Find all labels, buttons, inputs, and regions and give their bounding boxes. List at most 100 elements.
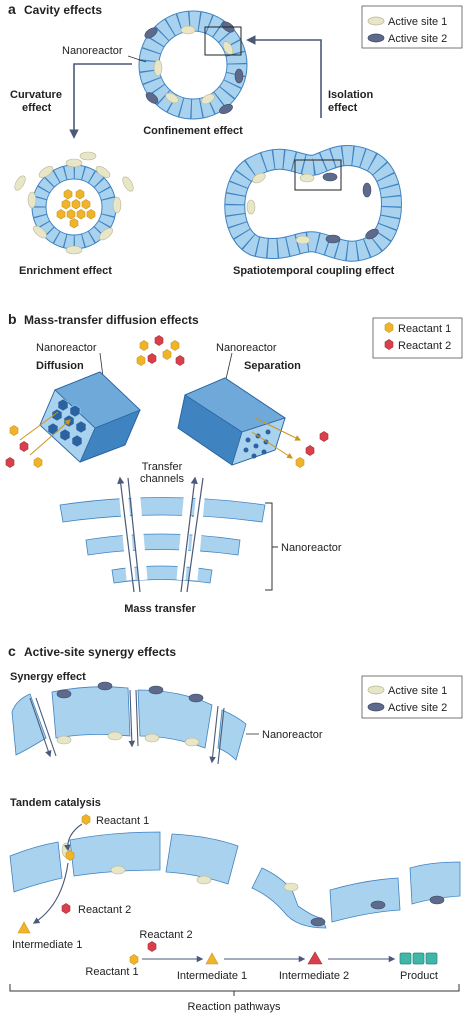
product-cubes — [399, 952, 438, 965]
panel-b: b Mass-transfer diffusion effects Reacta… — [5, 311, 463, 615]
confinement-label: Confinement effect — [143, 125, 243, 137]
reactant-1-hexagon — [81, 814, 91, 825]
zoom-box — [294, 159, 342, 191]
reaction-arrow — [32, 862, 69, 924]
reactant-1-swatch — [384, 322, 394, 333]
panel-a-letter: a — [8, 1, 16, 17]
isolation-label: Isolation — [328, 89, 374, 101]
pathway-label: Reactant 2 — [139, 929, 192, 941]
enrichment-active-sites — [14, 151, 134, 255]
panel-a-title: Cavity effects — [24, 3, 102, 17]
synergy-label: Synergy effect — [10, 671, 86, 683]
active-site-2 — [144, 27, 158, 39]
active-site-1 — [246, 199, 256, 215]
active-site-1 — [153, 59, 163, 77]
panel-c-title: Active-site synergy effects — [24, 645, 176, 659]
legend-label: Active site 1 — [388, 16, 447, 28]
curvature-label: effect — [22, 102, 52, 114]
active-site-2-swatch — [367, 702, 385, 712]
isolation-arrow — [246, 35, 322, 118]
pathway-label: Reactant 1 — [85, 966, 138, 978]
active-site-2 — [365, 228, 379, 240]
panel-b-letter: b — [8, 311, 17, 327]
nanoreactor-brace — [265, 502, 273, 591]
zoom-box — [204, 26, 242, 56]
active-site-2-swatch — [367, 33, 385, 43]
active-site-2 — [362, 182, 372, 198]
enrichment-label: Enrichment effect — [19, 265, 112, 277]
panel-b-title: Mass-transfer diffusion effects — [24, 313, 199, 327]
reactant-2-label: Reactant 2 — [78, 904, 131, 916]
panel-a: a Cavity effects Active site 1 Active si… — [8, 1, 463, 277]
active-site-2 — [322, 172, 338, 182]
pathway-intermediate-2 — [307, 951, 323, 965]
pathway-label: Intermediate 2 — [279, 970, 349, 982]
active-site-1 — [165, 92, 179, 104]
active-site-2 — [234, 68, 244, 84]
curvature-label: Curvature — [10, 89, 62, 101]
synergy-active-sites — [56, 681, 204, 747]
active-site-2 — [145, 92, 159, 104]
coupling-label: Spatiotemporal coupling effect — [233, 265, 395, 277]
reactant-2-swatch — [384, 339, 394, 350]
leader-line — [99, 352, 104, 378]
transfer-channels-label: channels — [140, 473, 185, 485]
pathway-brace — [9, 984, 460, 992]
active-site-2 — [325, 234, 341, 244]
separation-label: Separation — [244, 360, 301, 372]
leader-line — [225, 352, 233, 380]
nanoreactor-label: Nanoreactor — [62, 45, 123, 57]
active-site-1 — [180, 25, 196, 35]
active-site-1-swatch — [367, 685, 385, 695]
reactant-2-hexagon — [61, 903, 71, 914]
reaction-pathways-label: Reaction pathways — [188, 1001, 281, 1013]
nanoreactor-label: Nanoreactor — [216, 342, 277, 354]
diffusion-label: Diffusion — [36, 360, 84, 372]
pathway-reactant-1 — [129, 954, 139, 965]
reactant-cluster — [136, 335, 185, 366]
pathway-intermediate-1 — [205, 952, 219, 965]
curved-layers — [59, 497, 266, 584]
transfer-channels-label: Transfer — [142, 461, 183, 473]
active-site-1 — [295, 235, 311, 245]
legend-label: Active site 2 — [388, 702, 447, 714]
reactant-outlet-right — [295, 431, 329, 468]
separation-nanoreactor — [177, 377, 302, 466]
channel-gaps — [117, 475, 207, 581]
intermediate-1-triangle — [17, 921, 31, 934]
ring-segments — [32, 165, 116, 249]
panel-c: c Active-site synergy effects Synergy ef… — [8, 643, 463, 1013]
active-site-1-swatch — [367, 16, 385, 26]
ring-segments — [139, 11, 247, 119]
pathway-label: Intermediate 1 — [177, 970, 247, 982]
legend-label: Active site 1 — [388, 685, 447, 697]
active-site-2 — [219, 104, 233, 114]
active-site-1 — [252, 172, 266, 184]
reactant-outlet-left — [5, 425, 43, 468]
nanoreactor-label: Nanoreactor — [36, 342, 97, 354]
synergy-channels — [29, 689, 225, 765]
mass-transfer-label: Mass transfer — [124, 603, 196, 615]
tandem-label: Tandem catalysis — [10, 797, 101, 809]
active-site-1 — [222, 41, 234, 55]
enriched-reactants — [56, 189, 96, 229]
leader-line — [127, 55, 147, 63]
reactant-on-site — [65, 850, 75, 861]
mass-transfer-arrows — [117, 476, 204, 593]
ring-segments — [225, 145, 401, 261]
curvature-arrow — [69, 63, 132, 139]
synergy-nanoreactor — [11, 686, 247, 761]
reaction-arrow — [64, 823, 83, 852]
nanoreactor-brace-label: Nanoreactor — [281, 542, 342, 554]
active-site-1 — [201, 93, 215, 105]
intermediate-1-label: Intermediate 1 — [12, 939, 82, 951]
diffusion-nanoreactor — [19, 371, 141, 463]
reactant-1-label: Reactant 1 — [96, 815, 149, 827]
isolation-label: effect — [328, 102, 358, 114]
active-site-1 — [299, 173, 315, 183]
tandem-nanoreactor — [9, 831, 461, 929]
legend-label: Reactant 1 — [398, 323, 451, 335]
pathway-label: Product — [400, 970, 438, 982]
pathway-reactant-2 — [147, 941, 157, 952]
